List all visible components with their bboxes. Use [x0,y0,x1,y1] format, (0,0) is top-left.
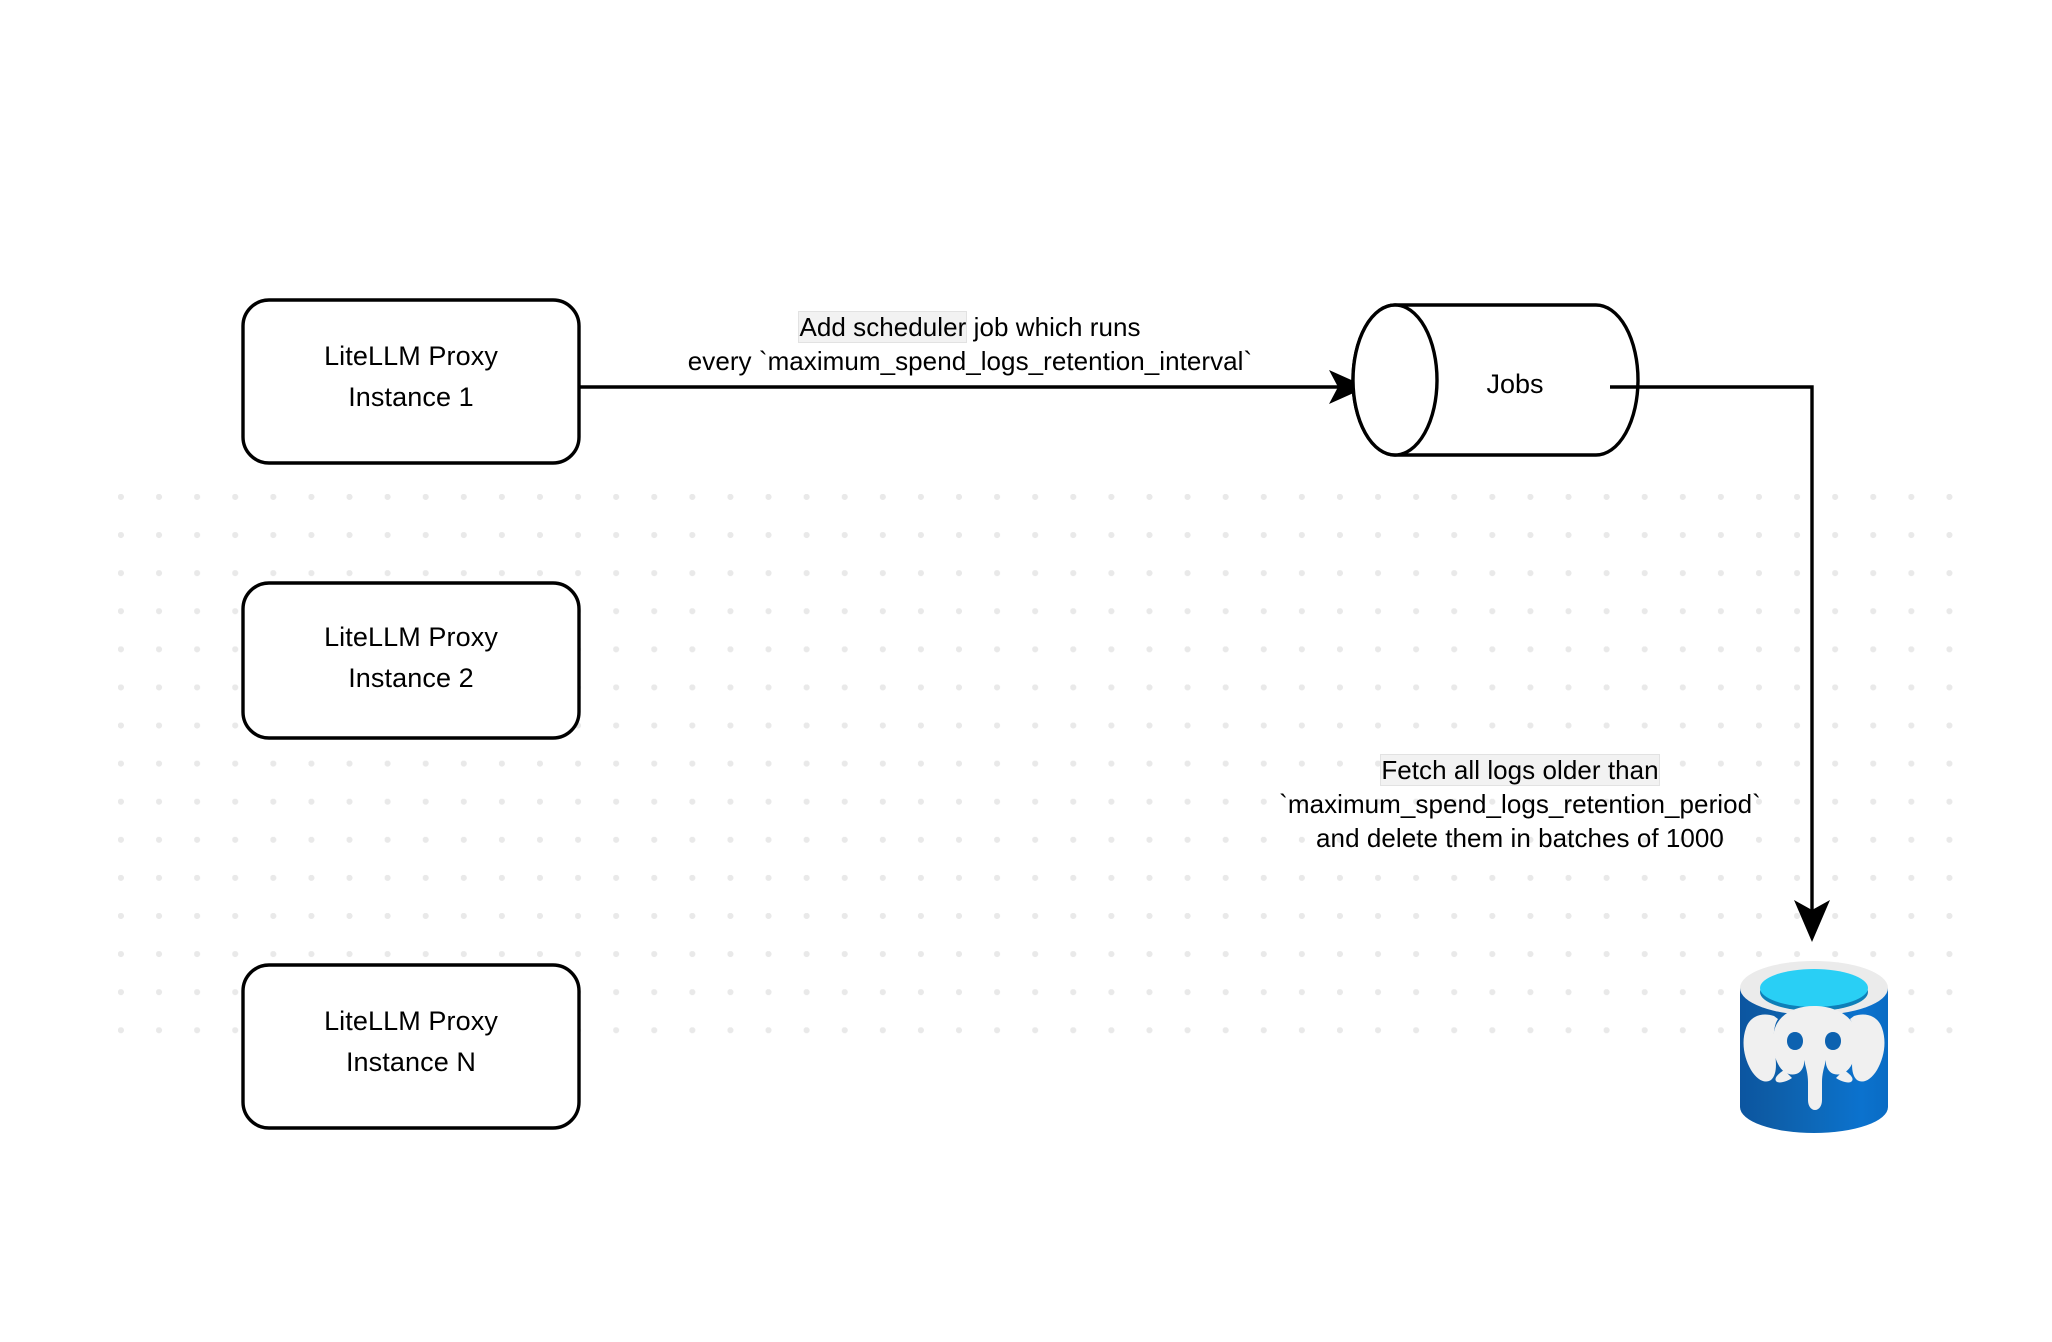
postgresql-elephant-eyes [1787,1032,1841,1050]
edge-fetch-label-line-2: `maximum_spend_logs_retention_period` [1279,789,1761,819]
edge-fetch-arrowhead-icon [1794,900,1830,942]
edge-scheduler-label-line-2: every `maximum_spend_logs_retention_inte… [687,346,1253,376]
edge-scheduler-arrowhead-icon [1329,370,1367,404]
edge-scheduler-label-line-1-rest: job which runs [966,312,1141,342]
node-jobs-label: Jobs [1486,369,1544,399]
node-jobs-cap [1351,303,1439,457]
edge-fetch-label-line-1: Fetch all logs older than [1230,753,1810,787]
edge-fetch-line [1610,385,1814,925]
node-proxy-1-shape[interactable] [241,298,581,465]
postgresql-database-icon[interactable] [1740,961,1888,1133]
postgresql-elephant-glyph [1743,1006,1885,1110]
edge-scheduler-label-highlight: Add scheduler [798,311,968,343]
edge-fetch-label: Fetch all logs older than `maximum_spend… [1230,753,1810,855]
edge-scheduler-label-line-1: Add scheduler job which runs [560,310,1380,344]
edge-fetch-label-highlight: Fetch all logs older than [1380,754,1660,786]
edge-fetch-label-line-3: and delete them in batches of 1000 [1316,823,1724,853]
node-proxy-n-shape[interactable] [241,963,581,1130]
edge-scheduler-label: Add scheduler job which runs every `maxi… [560,310,1380,378]
node-proxy-2-shape[interactable] [241,581,581,740]
